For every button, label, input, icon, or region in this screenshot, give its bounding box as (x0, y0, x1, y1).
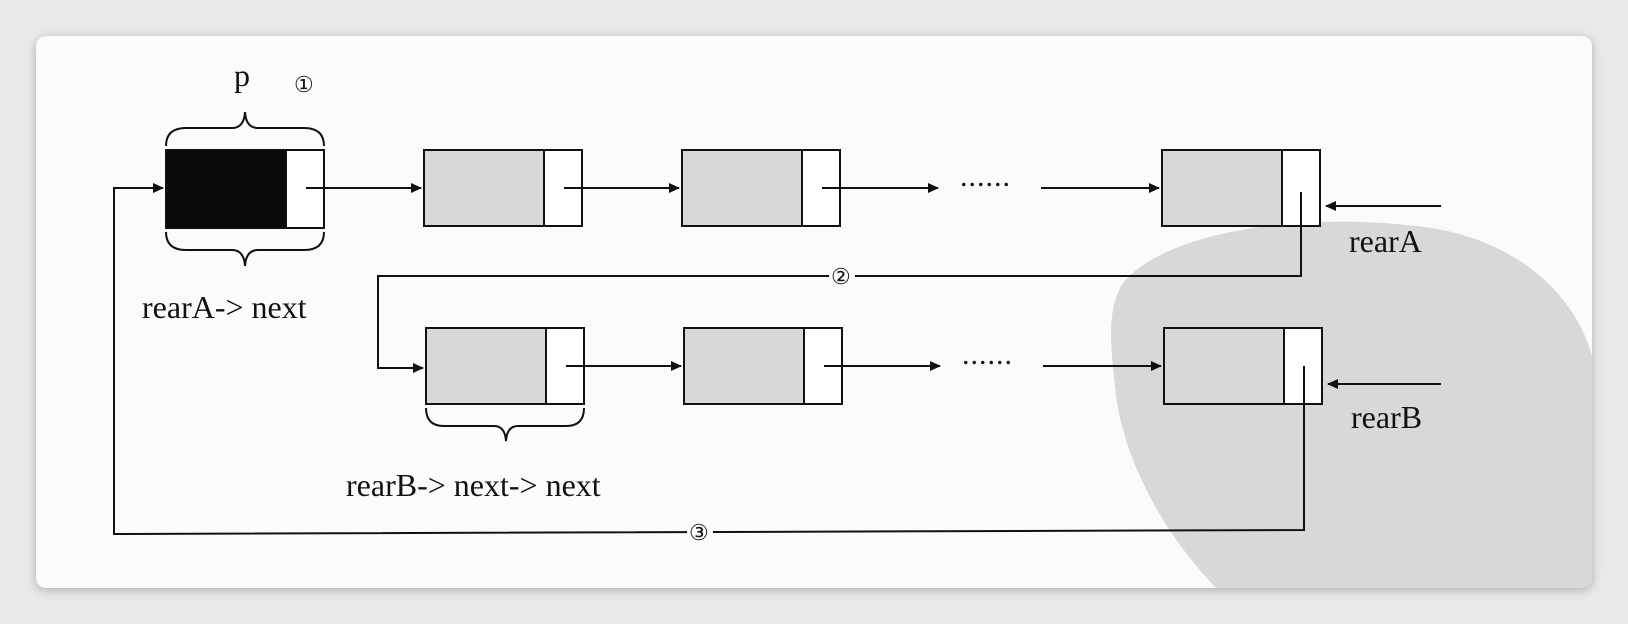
label-p: p (234, 57, 250, 93)
ellipsis-row-b: ...... (962, 338, 1013, 371)
label-step3: ③ (689, 520, 709, 545)
ellipsis-row-a: ...... (960, 160, 1011, 193)
label-rearA-next: rearA-> next (142, 289, 307, 325)
linked-list-diagram: p ① ② ③ rearA-> next rearB-> next-> next… (113, 57, 1592, 588)
node-a1 (423, 149, 583, 227)
diagram-card: p ① ② ③ rearA-> next rearB-> next-> next… (36, 36, 1592, 588)
connector-step3 (113, 183, 1305, 536)
node-b-last (1163, 327, 1323, 405)
node-b1 (425, 327, 585, 405)
brace-rearB-next-next (425, 407, 585, 442)
node-b2 (683, 327, 843, 405)
head-node (165, 149, 325, 229)
node-a2 (681, 149, 841, 227)
label-rearB: rearB (1351, 399, 1422, 435)
node-a-last (1161, 149, 1321, 227)
watermark-seal (1111, 221, 1592, 588)
brace-p (165, 111, 325, 147)
connector-step2 (377, 192, 1302, 373)
label-rearB-next-next: rearB-> next-> next (346, 467, 601, 503)
label-step2: ② (831, 264, 851, 289)
label-rearA: rearA (1349, 223, 1422, 259)
label-step1: ① (294, 72, 314, 97)
brace-rearA-next (165, 231, 325, 267)
